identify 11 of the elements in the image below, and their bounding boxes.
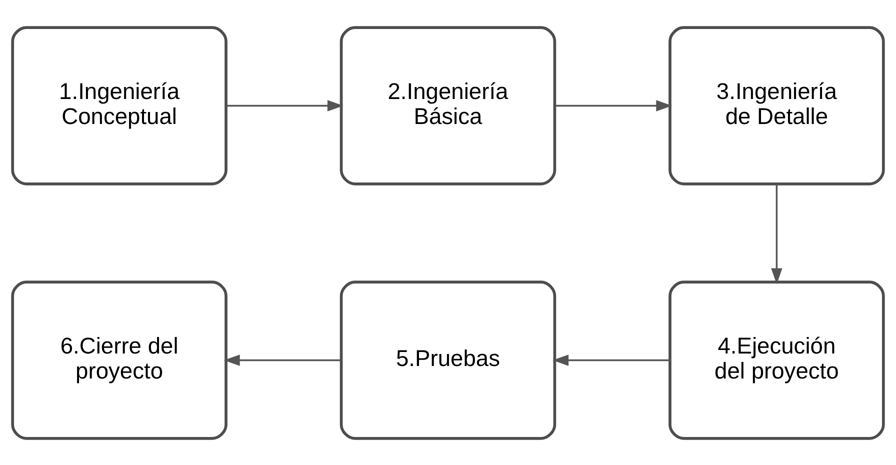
arrow	[552, 354, 670, 366]
node-box: 3.Ingeniería de Detalle	[668, 26, 885, 185]
arrow	[224, 354, 341, 366]
node-box: 6.Cierre del proyecto	[11, 280, 228, 440]
node-box: 4.Ejecución del proyecto	[668, 280, 885, 440]
node-box: 5.Pruebas	[340, 280, 556, 440]
arrow	[771, 184, 782, 284]
arrow	[555, 100, 672, 111]
node-box: 2.Ingeniería Básica	[340, 26, 556, 185]
arrow	[226, 100, 344, 111]
node-box: 1.Ingeniería Conceptual	[11, 26, 228, 185]
